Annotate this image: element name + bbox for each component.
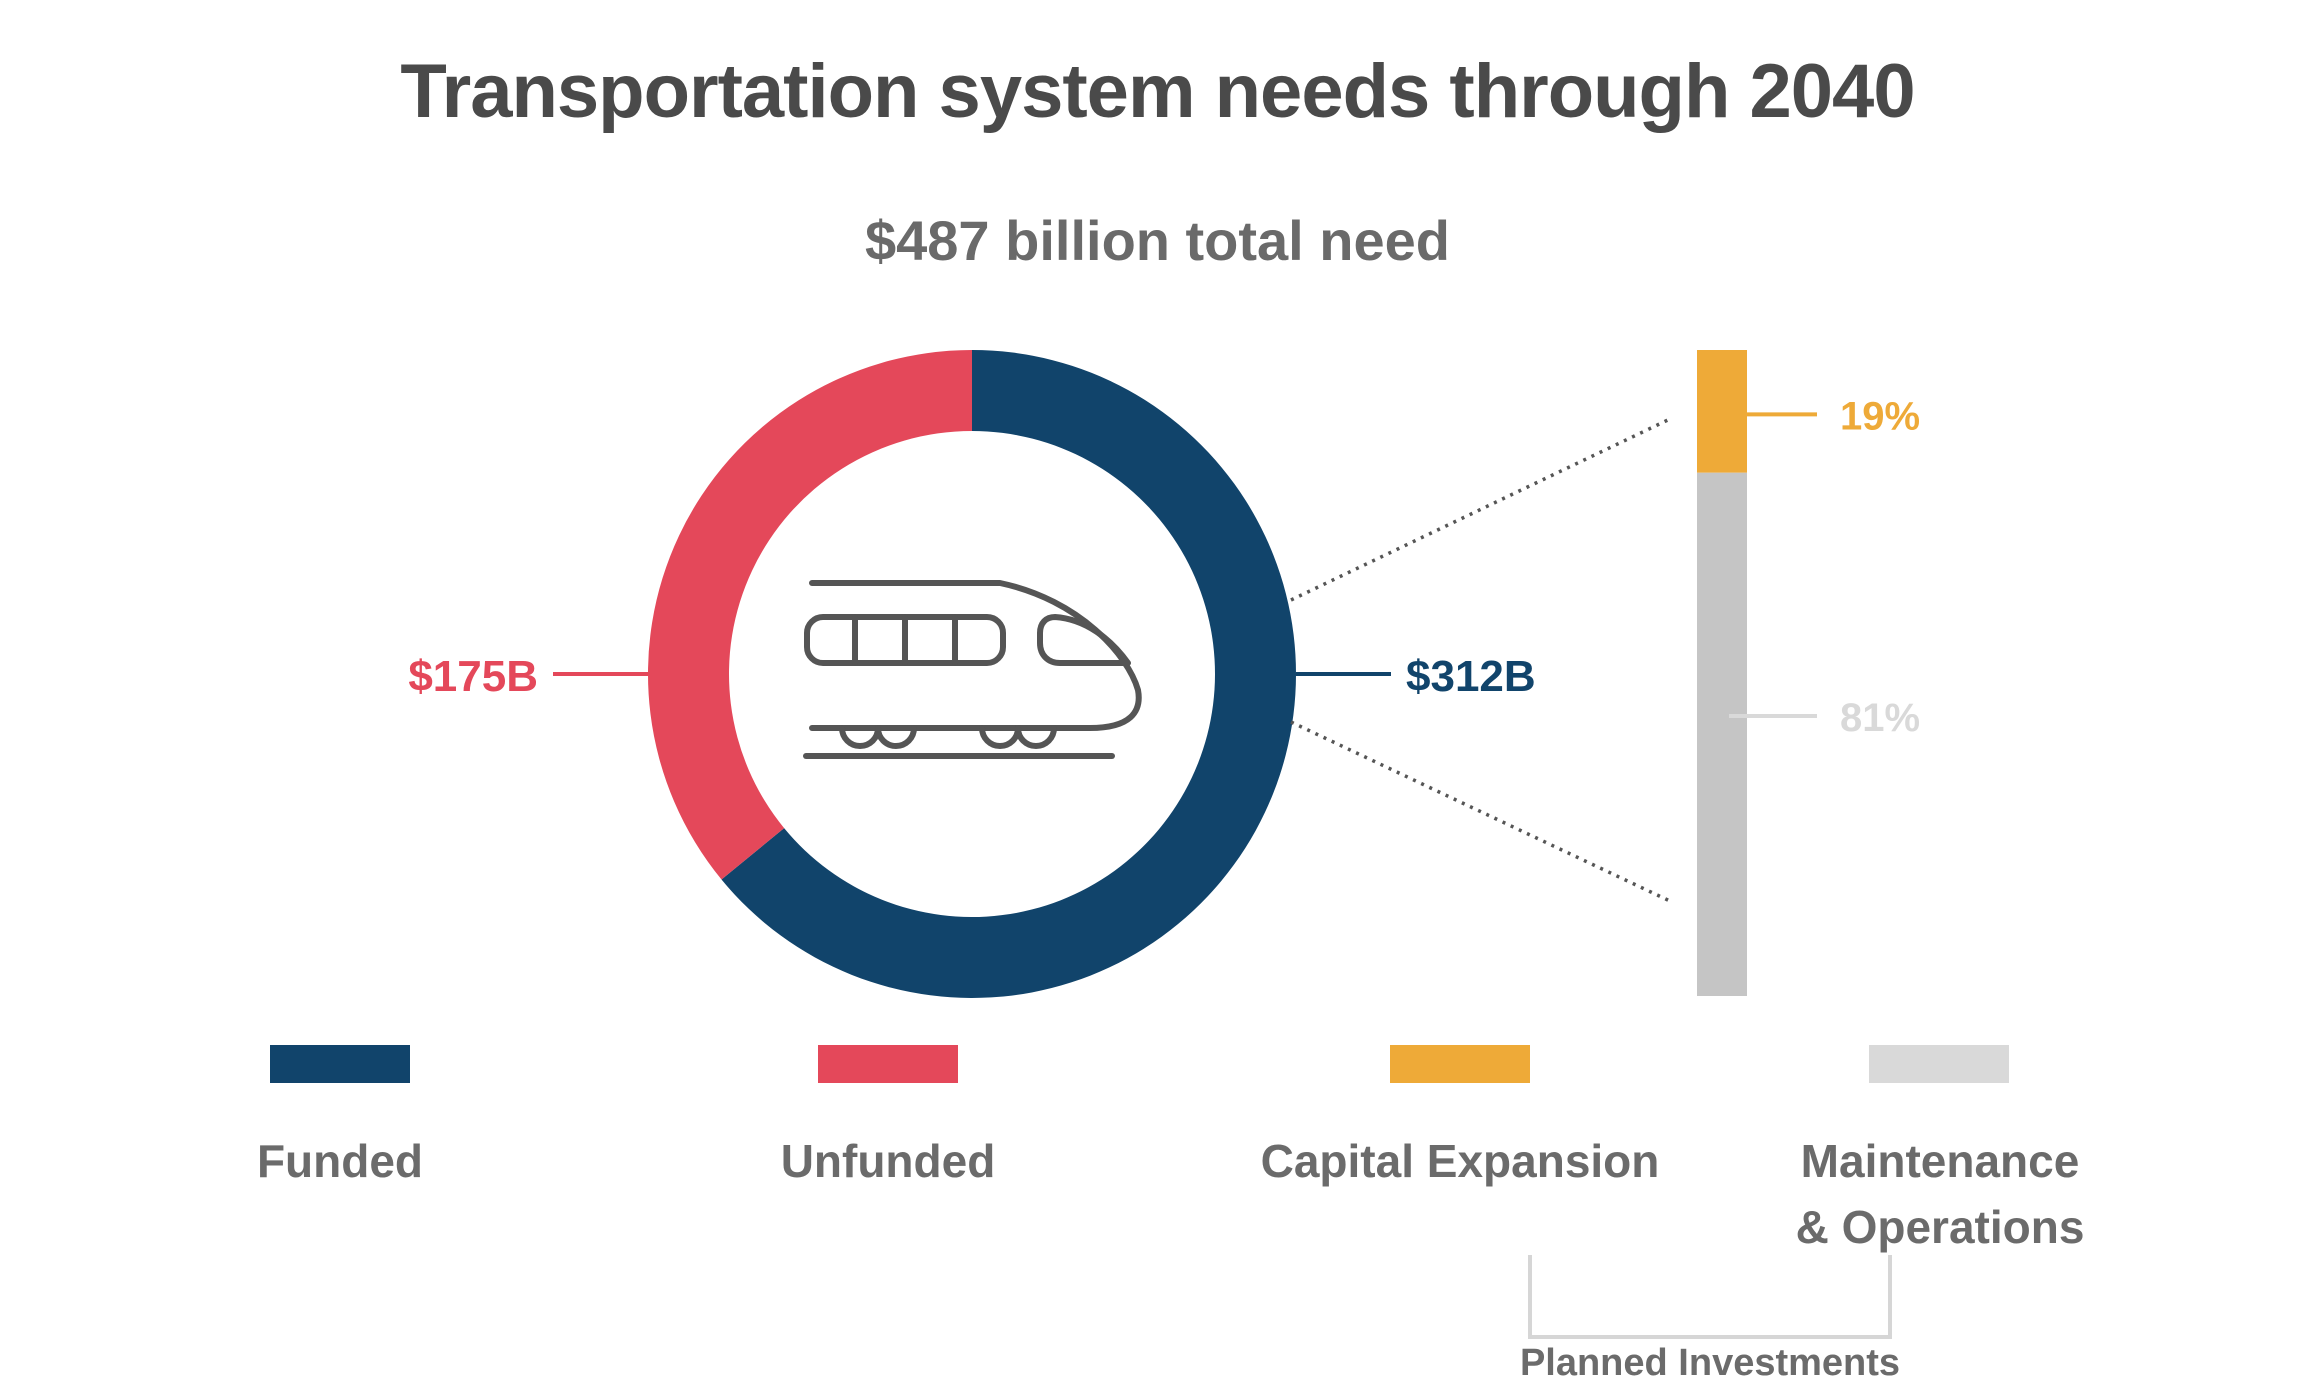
legend-swatch-maintenance-operations: [1869, 1045, 2009, 1083]
legend-label-unfunded: Unfunded: [780, 1135, 996, 1187]
planned-investments-bracket: [1528, 1255, 1892, 1339]
train-icon: [803, 580, 1142, 759]
bar-segment-maintenance-operations: [1697, 472, 1747, 996]
data-label-unfunded: $175B: [408, 652, 538, 701]
legend-swatch-unfunded: [818, 1045, 958, 1083]
data-label-maintenance-operations: 81%: [1840, 696, 1920, 740]
data-label-funded: $312B: [1406, 652, 1536, 701]
data-labels: $312B $175B 19% 81%: [408, 394, 1920, 904]
donut-slice-unfunded: [648, 350, 972, 880]
legend-label-operations: & Operations: [1795, 1201, 2085, 1253]
chart-subtitle: $487 billion total need: [864, 209, 1451, 272]
planned-investments-label: Planned Investments: [1519, 1342, 1901, 1384]
stacked-bar: [1697, 350, 1747, 996]
donut-chart: [648, 350, 1296, 998]
legend-label-maintenance: Maintenance: [1800, 1135, 2080, 1187]
legend-label-funded: Funded: [256, 1135, 424, 1187]
legend-swatch-capital-expansion: [1390, 1045, 1530, 1083]
legend-swatch-funded: [270, 1045, 410, 1083]
connector-top: [1290, 416, 1673, 602]
chart-title: Transportation system needs through 2040: [400, 49, 1915, 134]
donut-slice-funded: [721, 350, 1296, 998]
connector-bottom: [1290, 720, 1673, 904]
data-label-capital-expansion: 19%: [1840, 394, 1920, 438]
bar-segment-capital-expansion: [1697, 350, 1747, 473]
legend-label-capital-expansion: Capital Expansion: [1260, 1135, 1660, 1187]
